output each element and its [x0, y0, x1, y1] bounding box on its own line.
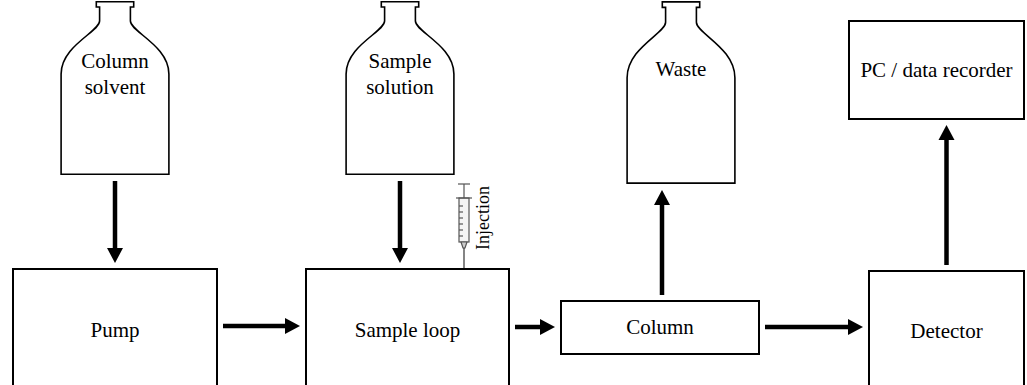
node-label: PC / data recorder	[860, 57, 1012, 83]
node-label: Column solvent	[64, 48, 166, 101]
flow-arrow	[765, 319, 863, 335]
syringe-symbol	[456, 184, 472, 268]
node-label: Sample solution	[349, 48, 451, 101]
bottle-outline	[626, 0, 736, 185]
recorder-box: PC / data recorder	[848, 20, 1025, 120]
node-label: Sample loop	[355, 317, 461, 343]
sample-loop-box: Sample loop	[305, 268, 510, 385]
detector-box: Detector	[868, 270, 1025, 385]
node-label: Waste	[630, 56, 732, 82]
sample-bottle: Sample solution	[345, 0, 455, 176]
flow-arrow	[515, 319, 555, 335]
flow-arrow	[223, 318, 300, 334]
flow-arrow	[107, 181, 123, 263]
waste-bottle: Waste	[626, 0, 736, 185]
flow-arrow	[654, 190, 670, 295]
node-label: Column	[626, 314, 694, 340]
flow-arrow	[939, 125, 955, 265]
node-label: Pump	[90, 317, 139, 343]
node-label: Detector	[910, 318, 982, 344]
injection-label: Injection	[473, 186, 494, 250]
pump-box: Pump	[12, 268, 218, 385]
flow-arrow	[392, 181, 408, 263]
column-box: Column	[560, 300, 760, 355]
solvent-bottle: Column solvent	[60, 0, 170, 176]
